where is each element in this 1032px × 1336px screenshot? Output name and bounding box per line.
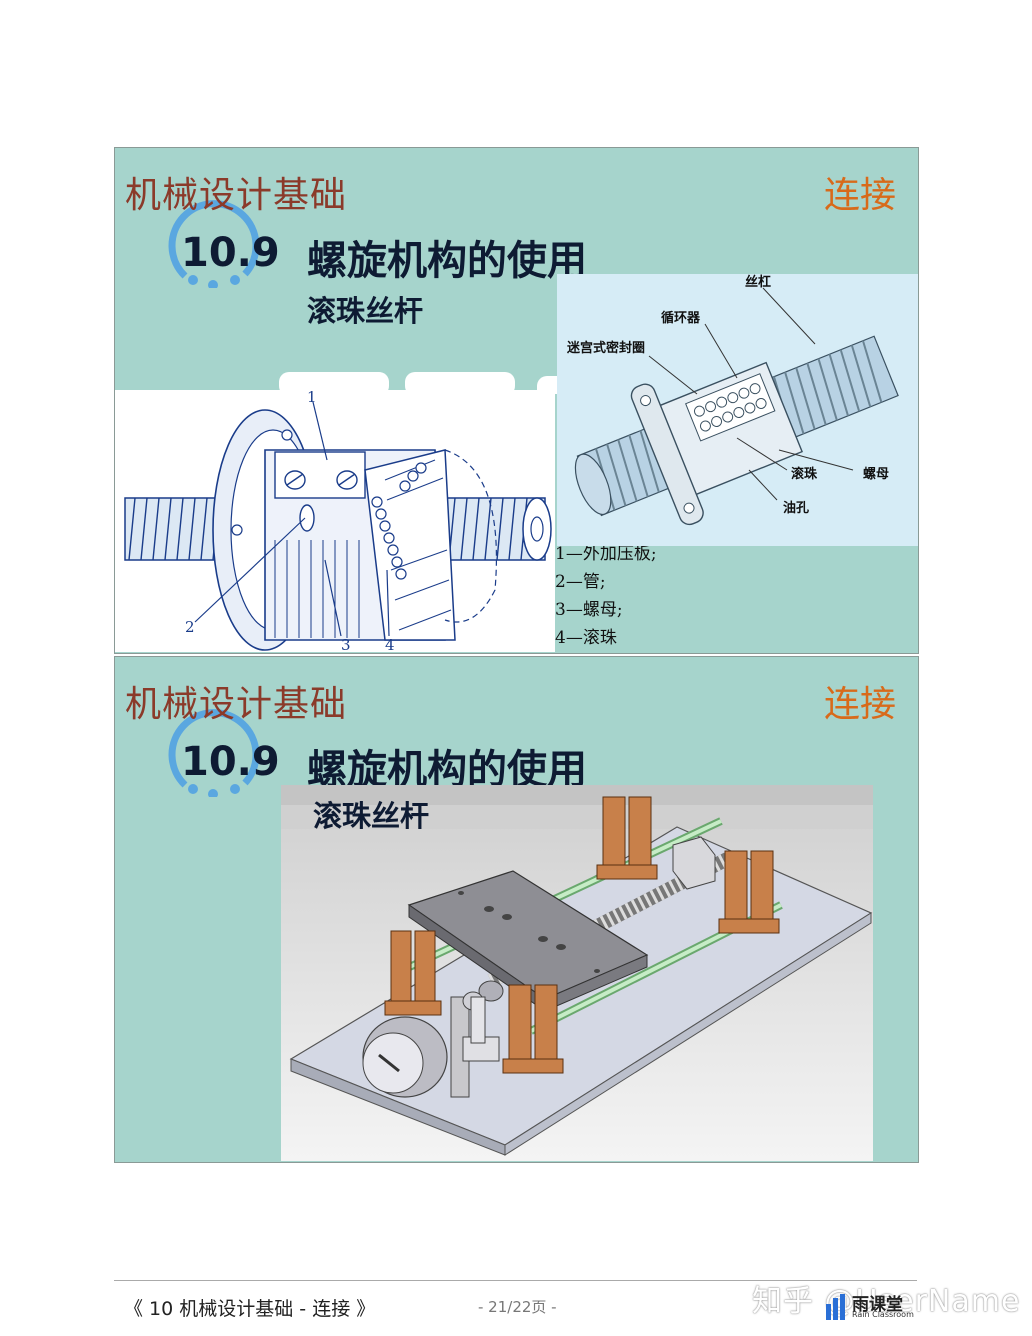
section-title: 螺旋机构的使用 — [307, 238, 587, 284]
decorative-ring-icon — [168, 709, 260, 797]
footer-rule — [114, 1280, 917, 1281]
subtitle: 滚珠丝杆 — [307, 294, 424, 328]
part-number-3: 3 — [341, 636, 351, 652]
chapter-topic: 连接 — [823, 175, 896, 216]
ball-screw-section-drawing: 1 2 3 4 — [115, 390, 555, 652]
slide-2: 机械设计基础 连接 10.9 螺旋机构的使用 — [114, 656, 919, 1163]
footer-page-number: - 21/22页 - — [478, 1298, 557, 1316]
slide-1: 机械设计基础 连接 10.9 螺旋机构的使用 滚珠丝杆 — [114, 147, 919, 654]
legend-item: 1—外加压板; — [555, 544, 657, 564]
rain-classroom-logo: 雨课堂 Rain Classroom — [826, 1290, 916, 1322]
course-title: 机械设计基础 — [125, 684, 348, 725]
footer-document-title: 《 10 机械设计基础 - 连接 》 — [124, 1298, 376, 1320]
part-number-1: 1 — [307, 390, 317, 406]
label-circulator: 循环器 — [661, 310, 701, 326]
part-legend: 1—外加压板; 2—管; 3—螺母; 4—滚珠 — [555, 540, 657, 652]
subtitle: 滚珠丝杆 — [313, 799, 430, 833]
watermark-text: 知乎 @UserName — [752, 1284, 1021, 1319]
ball-screw-stage-render — [281, 785, 873, 1161]
part-number-4: 4 — [385, 636, 395, 652]
part-number-2: 2 — [185, 618, 195, 636]
ball-screw-cutaway-figure: 丝杠 循环器 迷宫式密封圈 滚珠 螺母 油孔 — [557, 274, 918, 546]
rain-classroom-logo-icon — [826, 1294, 845, 1320]
logo-name: 雨课堂 — [852, 1295, 903, 1315]
legend-item: 2—管; — [555, 572, 606, 592]
logo-subtext: Rain Classroom — [852, 1310, 914, 1319]
label-screw: 丝杠 — [745, 274, 771, 290]
chapter-topic: 连接 — [823, 684, 896, 725]
label-oil-hole: 油孔 — [783, 500, 809, 516]
label-seal: 迷宫式密封圈 — [566, 340, 645, 356]
section-number: 10.9 — [181, 739, 280, 785]
label-balls: 滚珠 — [791, 466, 818, 482]
section-number: 10.9 — [181, 230, 280, 276]
label-nut: 螺母 — [863, 466, 889, 482]
legend-item: 3—螺母; — [555, 600, 623, 620]
course-title: 机械设计基础 — [125, 175, 348, 216]
legend-item: 4—滚珠 — [555, 628, 617, 648]
decorative-ring-icon — [168, 200, 260, 288]
